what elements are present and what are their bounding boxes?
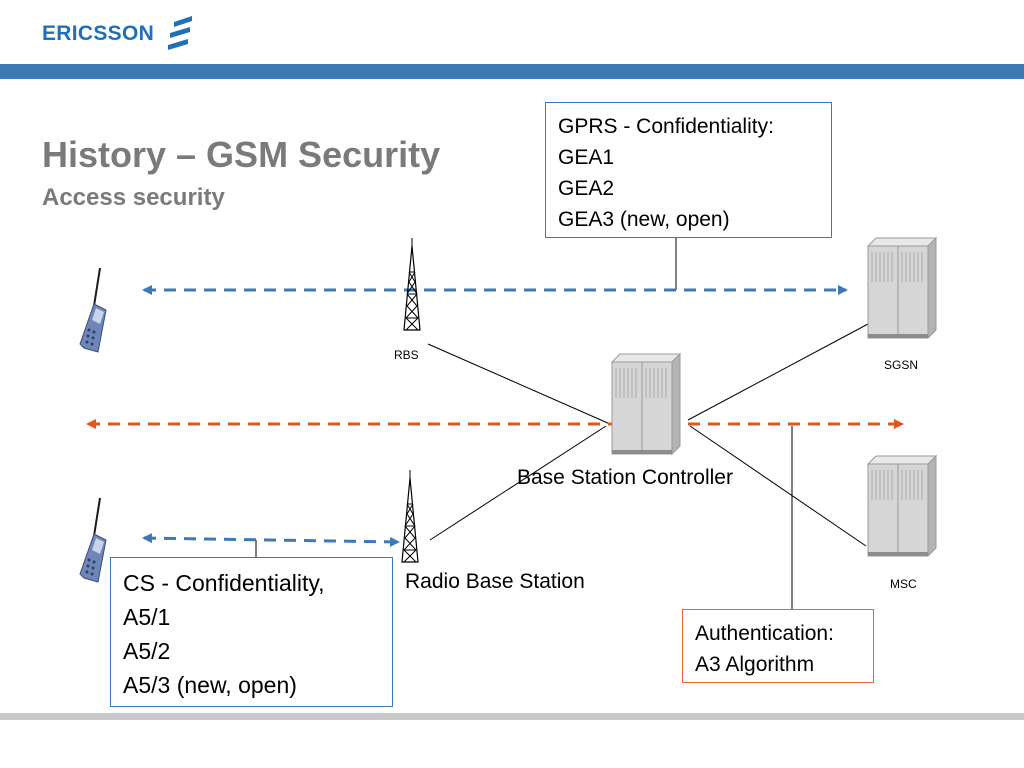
logo-text: ERICSSON [42,22,155,45]
footer-bar [0,713,1024,720]
box-line: A5/1 [123,604,171,630]
mobile-phone-icon [79,497,107,583]
slide-title: History – GSM Security [42,134,441,175]
ericsson-mark-icon [168,16,193,50]
antenna-tower-icon [403,237,421,331]
server-cabinet-icon [867,237,937,339]
box-line: GEA2 [558,177,615,200]
sgsn-label: SGSN [884,358,919,372]
link-bsc-sgsn [687,323,869,421]
server-cabinet-icon [867,455,937,557]
msc-label: MSC [890,577,917,591]
header-bar [0,64,1024,79]
slide-subtitle: Access security [42,184,225,211]
server-cabinet-icon [611,353,681,455]
box-line: CS - Confidentiality, [123,570,325,596]
box-line: A3 Algorithm [695,653,815,676]
box-line: GPRS - Confidentiality: [558,115,774,138]
box-line: Authentication: [695,622,834,645]
ericsson-logo: ERICSSON [42,14,194,54]
authentication-box: Authentication: A3 Algorithm [682,609,874,683]
radio-base-station-label: Radio Base Station [405,570,585,593]
cs-arrow [142,533,400,547]
box-line: A5/3 (new, open) [123,672,297,698]
box-line: GEA3 (new, open) [558,208,730,231]
link-rbs-bsc [427,343,611,425]
mobile-phone-icon [79,267,107,353]
box-line: GEA1 [558,146,615,169]
gprs-confidentiality-box: GPRS - Confidentiality: GEA1 GEA2 GEA3 (… [545,102,832,238]
antenna-tower-icon [401,469,419,563]
link-bsc-rbs2 [429,425,607,541]
link-bsc-msc [689,425,867,547]
cs-confidentiality-box: CS - Confidentiality, A5/1 A5/2 A5/3 (ne… [110,557,393,707]
bsc-label: Base Station Controller [517,466,733,489]
box-line: A5/2 [123,638,171,664]
rbs-label: RBS [394,348,419,362]
